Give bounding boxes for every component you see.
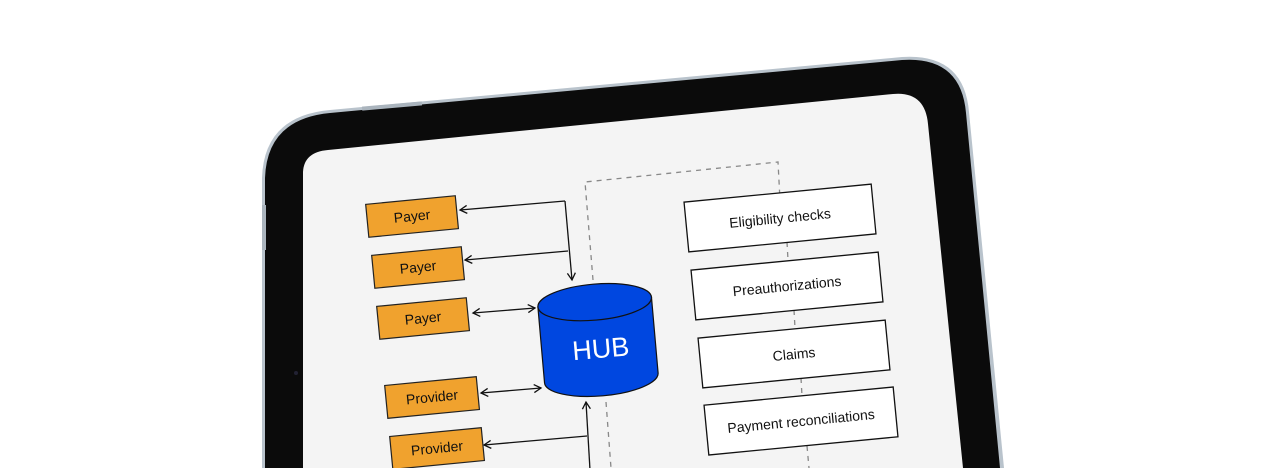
node-provider-1: Provider: [384, 376, 481, 419]
node-payer-1: Payer: [365, 195, 460, 238]
node-eligibility-checks: Eligibility checks: [683, 183, 877, 253]
node-label: Provider: [410, 438, 464, 459]
hub-database: HUB: [537, 282, 659, 398]
node-label: Provider: [405, 387, 459, 408]
node-payer-3: Payer: [376, 297, 471, 340]
node-claims: Claims: [697, 319, 891, 389]
arrow-provider-2: [482, 435, 588, 449]
connector-arrows: [458, 200, 591, 468]
node-label: Payer: [393, 206, 431, 225]
node-label: Payer: [399, 257, 437, 276]
node-payer-2: Payer: [371, 246, 466, 289]
side-button: [262, 205, 266, 250]
arrow-provider-1: [479, 384, 543, 397]
camera-icon: [294, 371, 298, 375]
arrow-hub-up: [581, 400, 591, 468]
hub-label: HUB: [571, 331, 630, 366]
node-provider-2: Provider: [389, 427, 486, 468]
arrow-payer-2: [463, 250, 569, 264]
arrow-payer-1: [458, 200, 566, 214]
node-preauthorizations: Preauthorizations: [690, 251, 884, 321]
top-button: [361, 101, 423, 111]
arrow-hub-in: [564, 200, 576, 282]
node-label: Claims: [772, 344, 816, 364]
node-label: Payer: [404, 308, 442, 327]
dashed-boundary: [584, 161, 810, 468]
node-payment-reconciliations: Payment reconciliations: [703, 386, 899, 456]
arrow-payer-3: [471, 303, 537, 318]
